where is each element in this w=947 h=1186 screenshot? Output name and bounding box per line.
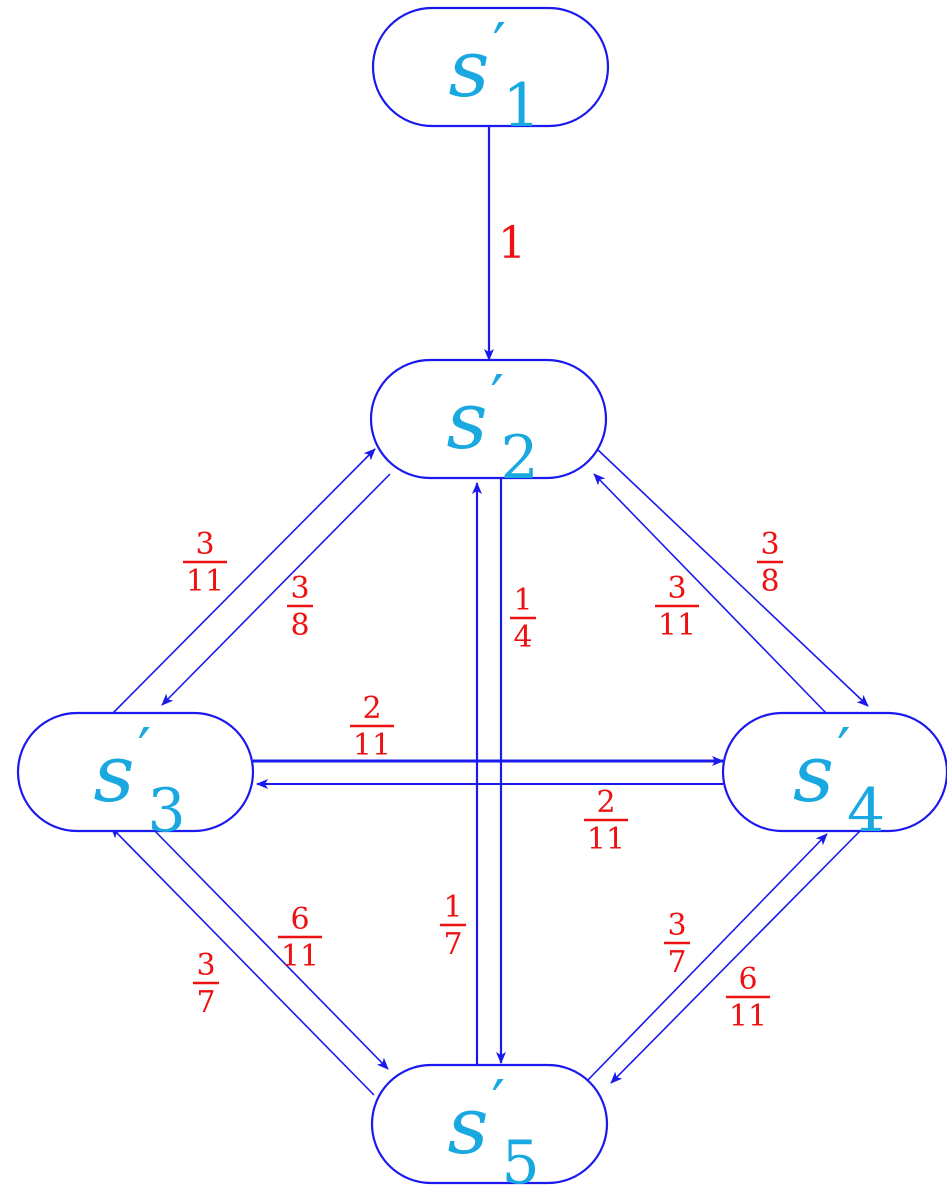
edge-label-s4-s5-num: 6 bbox=[738, 962, 757, 997]
edge-label-s5-s4-den: 7 bbox=[667, 945, 686, 980]
node-label-s1-prime: ′ bbox=[493, 11, 507, 81]
edge-label-s3-s2: 311 bbox=[183, 527, 227, 599]
node-shape-s2 bbox=[369, 358, 608, 480]
edge-label-s4-s5: 611 bbox=[726, 962, 770, 1034]
edge-label-s5-s3-den: 7 bbox=[196, 985, 215, 1020]
edge-s3-s2 bbox=[112, 448, 376, 714]
node-label-s5-prime: ′ bbox=[492, 1068, 506, 1138]
edge-label-s2-s3: 38 bbox=[287, 571, 313, 643]
node-label-s2-base: s bbox=[447, 374, 488, 467]
edge-label-s2-s4-den: 8 bbox=[760, 564, 779, 599]
node-label-s1-base: s bbox=[449, 22, 490, 115]
edge-label-s4-s3-den: 11 bbox=[587, 822, 625, 857]
node-s1: s′1 bbox=[371, 6, 610, 141]
edge-label-s3-s5-num: 6 bbox=[290, 902, 309, 937]
node-label-s2-prime: ′ bbox=[491, 363, 505, 433]
edge-s5-s3 bbox=[110, 826, 375, 1096]
edge-label-s2-s5: 14 bbox=[510, 583, 536, 655]
edge-label-s3-s5: 611 bbox=[278, 902, 322, 974]
edge-label-s3-s4-den: 11 bbox=[353, 728, 391, 763]
node-shape-s4 bbox=[721, 711, 947, 833]
edge-label-s5-s2: 17 bbox=[440, 890, 466, 962]
edge-s5-s4 bbox=[585, 833, 828, 1083]
node-shape-s5 bbox=[370, 1063, 609, 1185]
edge-label-s4-s3: 211 bbox=[584, 785, 628, 857]
edge-label-s2-s3-num: 3 bbox=[290, 571, 309, 606]
edge-s4-s2 bbox=[593, 473, 829, 716]
edge-label-s1-s2: 1 bbox=[498, 218, 526, 269]
node-label-s3-sub: 3 bbox=[148, 776, 186, 846]
edge-s3-s5 bbox=[149, 825, 389, 1070]
edge-label-s3-s4: 211 bbox=[350, 691, 394, 763]
node-s5: s′5 bbox=[370, 1063, 609, 1186]
edge-label-s2-s5-num: 1 bbox=[513, 583, 532, 618]
node-shape-s3 bbox=[16, 711, 255, 833]
node-label-s5-base: s bbox=[448, 1079, 489, 1172]
edge-s4-s5 bbox=[610, 830, 861, 1084]
edge-label-s3-s5-den: 11 bbox=[281, 939, 319, 974]
edge-label-s2-s4: 38 bbox=[757, 527, 783, 599]
node-label-s3-base: s bbox=[94, 727, 135, 820]
node-shape-s1 bbox=[371, 6, 610, 128]
node-s4: s′4 bbox=[721, 711, 947, 846]
edge-label-s2-s4-num: 3 bbox=[760, 527, 779, 562]
edge-label-s3-s2-den: 11 bbox=[186, 564, 224, 599]
edge-label-s3-s2-num: 3 bbox=[195, 527, 214, 562]
node-label-s4-sub: 4 bbox=[847, 776, 885, 846]
node-s2: s′2 bbox=[369, 358, 608, 493]
node-s3: s′3 bbox=[16, 711, 255, 846]
node-label-s3-prime: ′ bbox=[138, 716, 152, 786]
node-label-s5-sub: 5 bbox=[502, 1128, 540, 1186]
edge-s2-s3 bbox=[161, 473, 391, 706]
edge-label-s5-s4-num: 3 bbox=[667, 908, 686, 943]
edge-label-s4-s5-den: 11 bbox=[729, 999, 767, 1034]
node-label-s2-sub: 2 bbox=[501, 423, 539, 493]
edge-label-s1-s2-value: 1 bbox=[498, 218, 526, 269]
node-label-s4-base: s bbox=[793, 727, 834, 820]
edge-label-s4-s3-num: 2 bbox=[596, 785, 615, 820]
edge-label-s5-s3-num: 3 bbox=[196, 948, 215, 983]
edge-label-s5-s4: 37 bbox=[664, 908, 690, 980]
edge-label-s5-s2-den: 7 bbox=[443, 927, 462, 962]
edge-s2-s4 bbox=[596, 448, 869, 707]
edge-label-s4-s2-den: 11 bbox=[658, 608, 696, 643]
edge-label-s5-s2-num: 1 bbox=[443, 890, 462, 925]
node-label-s1-sub: 1 bbox=[503, 71, 541, 141]
edge-label-s2-s5-den: 4 bbox=[513, 620, 532, 655]
edge-label-s4-s2: 311 bbox=[655, 571, 699, 643]
node-label-s4-prime: ′ bbox=[837, 716, 851, 786]
edge-label-s3-s4-num: 2 bbox=[362, 691, 381, 726]
edge-label-s5-s3: 37 bbox=[193, 948, 219, 1020]
edge-label-s4-s2-num: 3 bbox=[667, 571, 686, 606]
edge-label-s2-s3-den: 8 bbox=[290, 608, 309, 643]
edge-layer bbox=[110, 126, 869, 1096]
